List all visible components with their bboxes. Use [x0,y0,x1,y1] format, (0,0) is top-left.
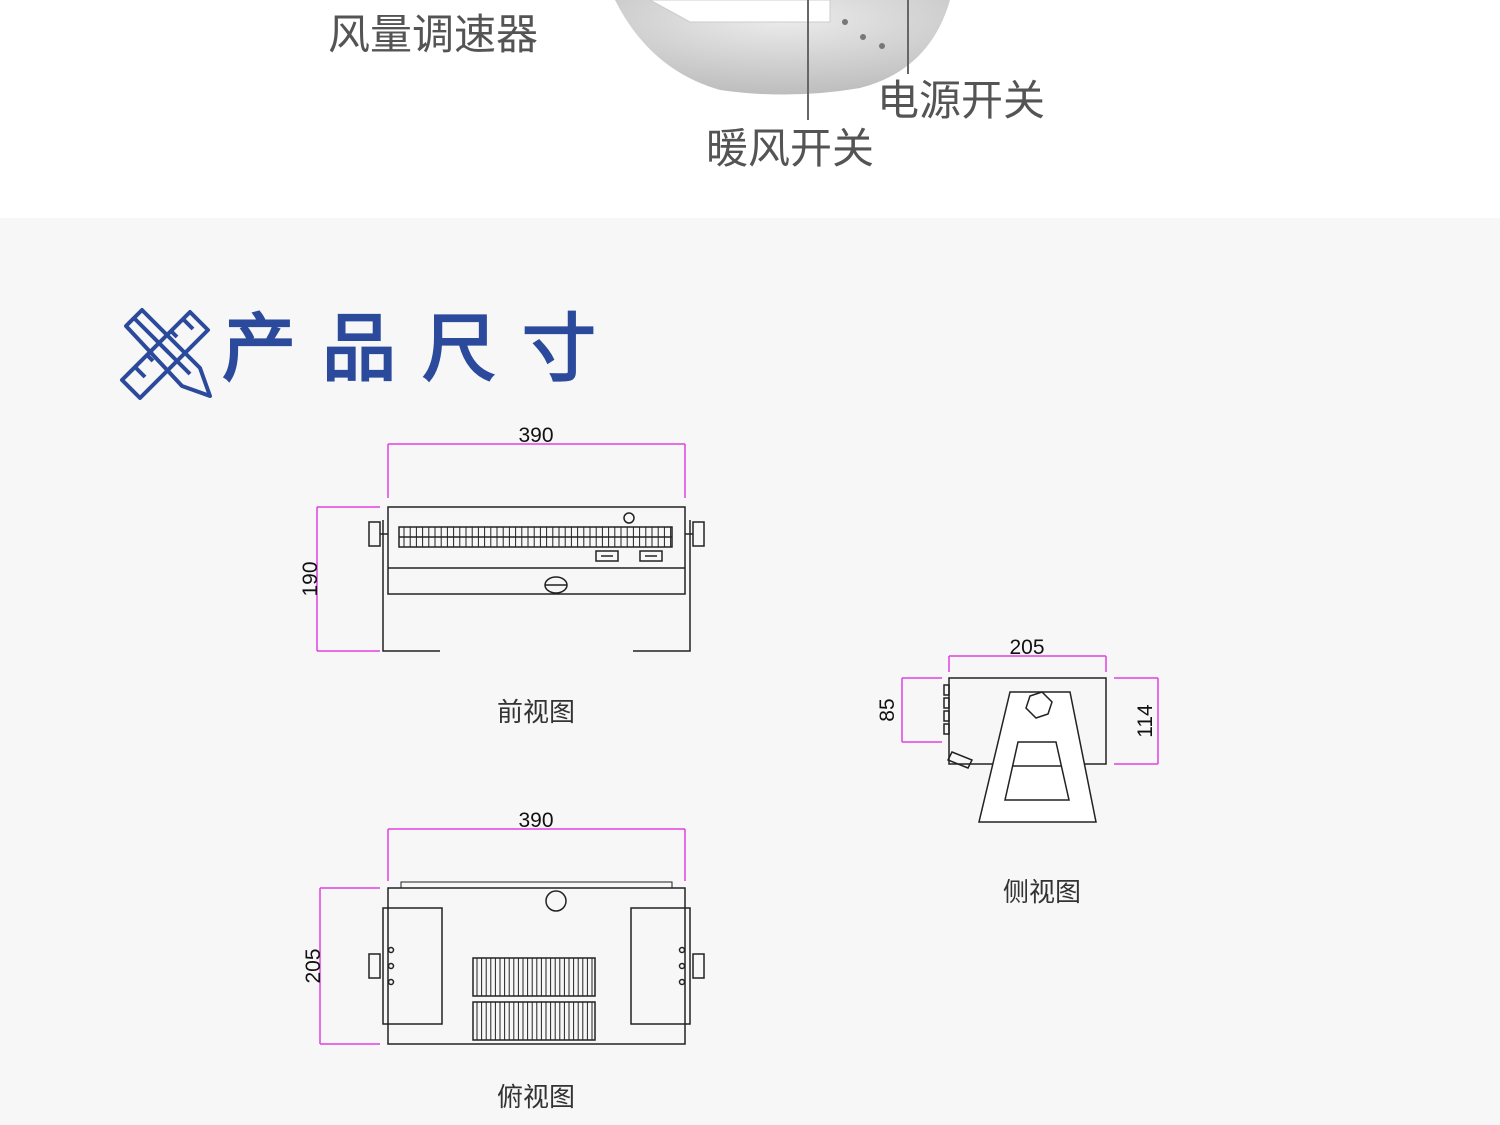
top-vent-upper [472,957,596,997]
product-photo [615,0,950,120]
front-view-drawing [316,443,705,652]
side-left-height-label: 85 [876,698,899,721]
side-view-caption: 侧视图 [1003,878,1082,908]
front-view-caption: 前视图 [497,698,576,728]
top-view-drawing [319,828,705,1045]
callout-warm-air-switch: 暖风开关 [706,124,875,173]
top-vent-lower [472,1001,596,1041]
callout-power-switch: 电源开关 [877,76,1046,125]
front-height-label: 190 [299,561,322,596]
pencil-ruler-icon [120,308,212,400]
top-width-label: 390 [518,809,553,832]
side-width-label: 205 [1009,636,1044,659]
front-dimension-lines [316,443,686,652]
top-dimension-lines [319,828,686,1045]
side-right-height-label: 114 [1134,704,1157,738]
top-view-caption: 俯视图 [497,1083,576,1113]
top-depth-label: 205 [302,948,325,983]
section-title: 产品尺寸 [222,306,622,392]
callout-speed-controller: 风量调速器 [328,10,539,59]
side-dimension-lines [901,655,1159,765]
side-view-drawing [901,655,1159,823]
front-width-label: 390 [518,424,553,447]
